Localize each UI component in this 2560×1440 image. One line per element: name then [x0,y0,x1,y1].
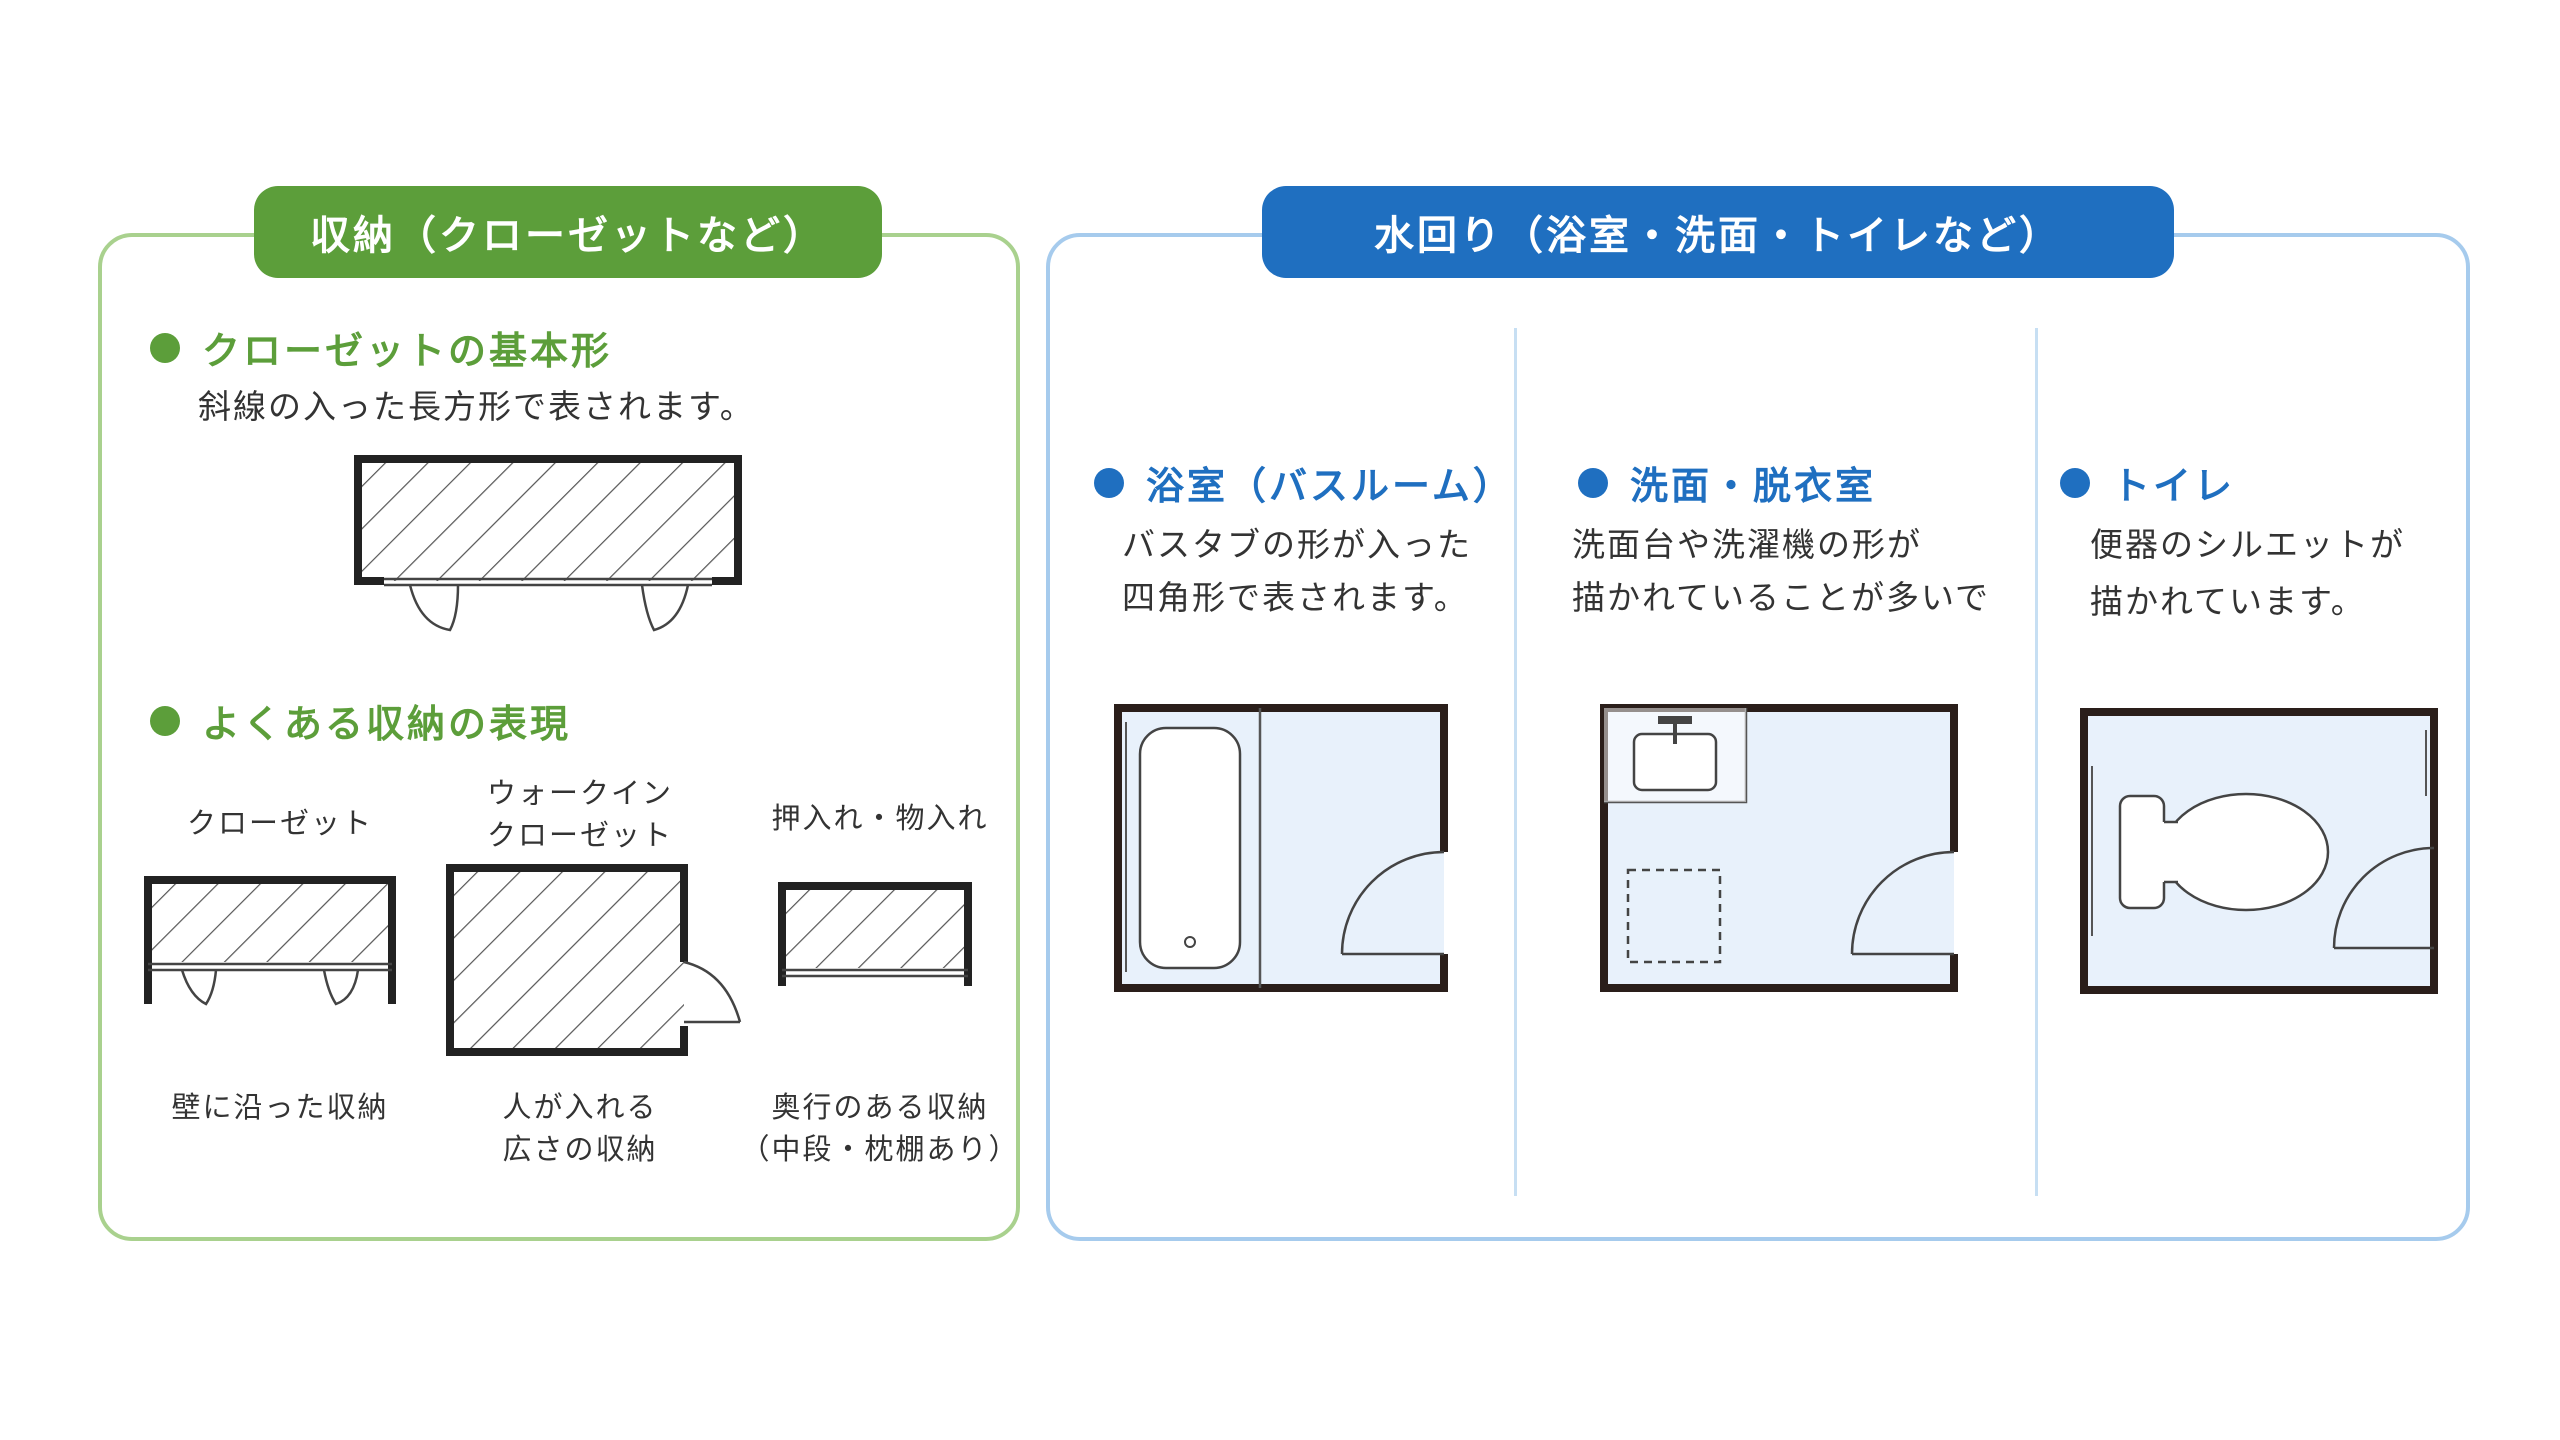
bath-floorplan [1114,704,1448,992]
washroom-heading-text: 洗面・脱衣室 [1630,464,1877,508]
bullet-icon [150,332,180,363]
bath-desc-line2: 四角形で表されます。 [1122,578,1469,617]
walkin-caption-line1: 人が入れる [502,1090,658,1124]
common-storage-heading: よくある収納の表現 [150,693,571,748]
water-title: 水回り（浴室・洗面・トイレなど） [1262,186,2174,278]
washroom-desc-line1: 洗面台や洗濯機の形が [1572,525,1922,564]
walkin-label-line1: ウォークイン [486,776,673,810]
walkin-closet-drawing [446,864,742,1056]
closet-label: クローゼット [186,806,373,840]
washroom-floorplan [1600,704,1958,992]
basic-closet-heading-text: クローゼットの基本形 [202,329,613,373]
common-storage-heading-text: よくある収納の表現 [202,702,572,746]
bullet-icon [2060,467,2090,498]
bath-heading-text: 浴室（バスルーム） [1146,464,1514,508]
bath-desc-line1: バスタブの形が入った [1122,525,1472,564]
oshiire-caption-line2: （中段・枕棚あり） [740,1132,1020,1166]
bullet-icon [1094,467,1124,498]
closet-caption: 壁に沿った収納 [171,1090,389,1124]
toilet-desc-line2: 描かれています。 [2090,582,2366,621]
closet-drawing [144,876,396,1006]
oshiire-label: 押入れ・物入れ [771,801,989,835]
oshiire-caption-line1: 奥行のある収納 [771,1090,989,1124]
washroom-desc-line2: 描かれていることが多いで [1572,578,1991,617]
toilet-desc-line1: 便器のシルエットが [2090,525,2405,564]
basic-closet-heading: クローゼットの基本形 [150,320,612,375]
basic-closet-desc: 斜線の入った長方形で表されます。 [198,387,755,426]
bullet-icon [1578,467,1608,498]
storage-title: 収納（クローゼットなど） [254,186,882,278]
washroom-heading: 洗面・脱衣室 [1578,455,1876,510]
toilet-heading-text: トイレ [2112,464,2236,508]
walkin-caption-line2: 広さの収納 [502,1132,658,1166]
bath-heading: 浴室（バスルーム） [1094,455,1514,510]
walkin-label-line2: クローゼット [486,818,673,852]
toilet-floorplan [2080,708,2438,994]
section-divider [2035,328,2038,1196]
bullet-icon [150,705,180,736]
section-divider [1514,328,1517,1196]
basic-closet-drawing [354,455,742,632]
toilet-heading: トイレ [2060,455,2235,510]
oshiire-drawing [778,882,972,986]
